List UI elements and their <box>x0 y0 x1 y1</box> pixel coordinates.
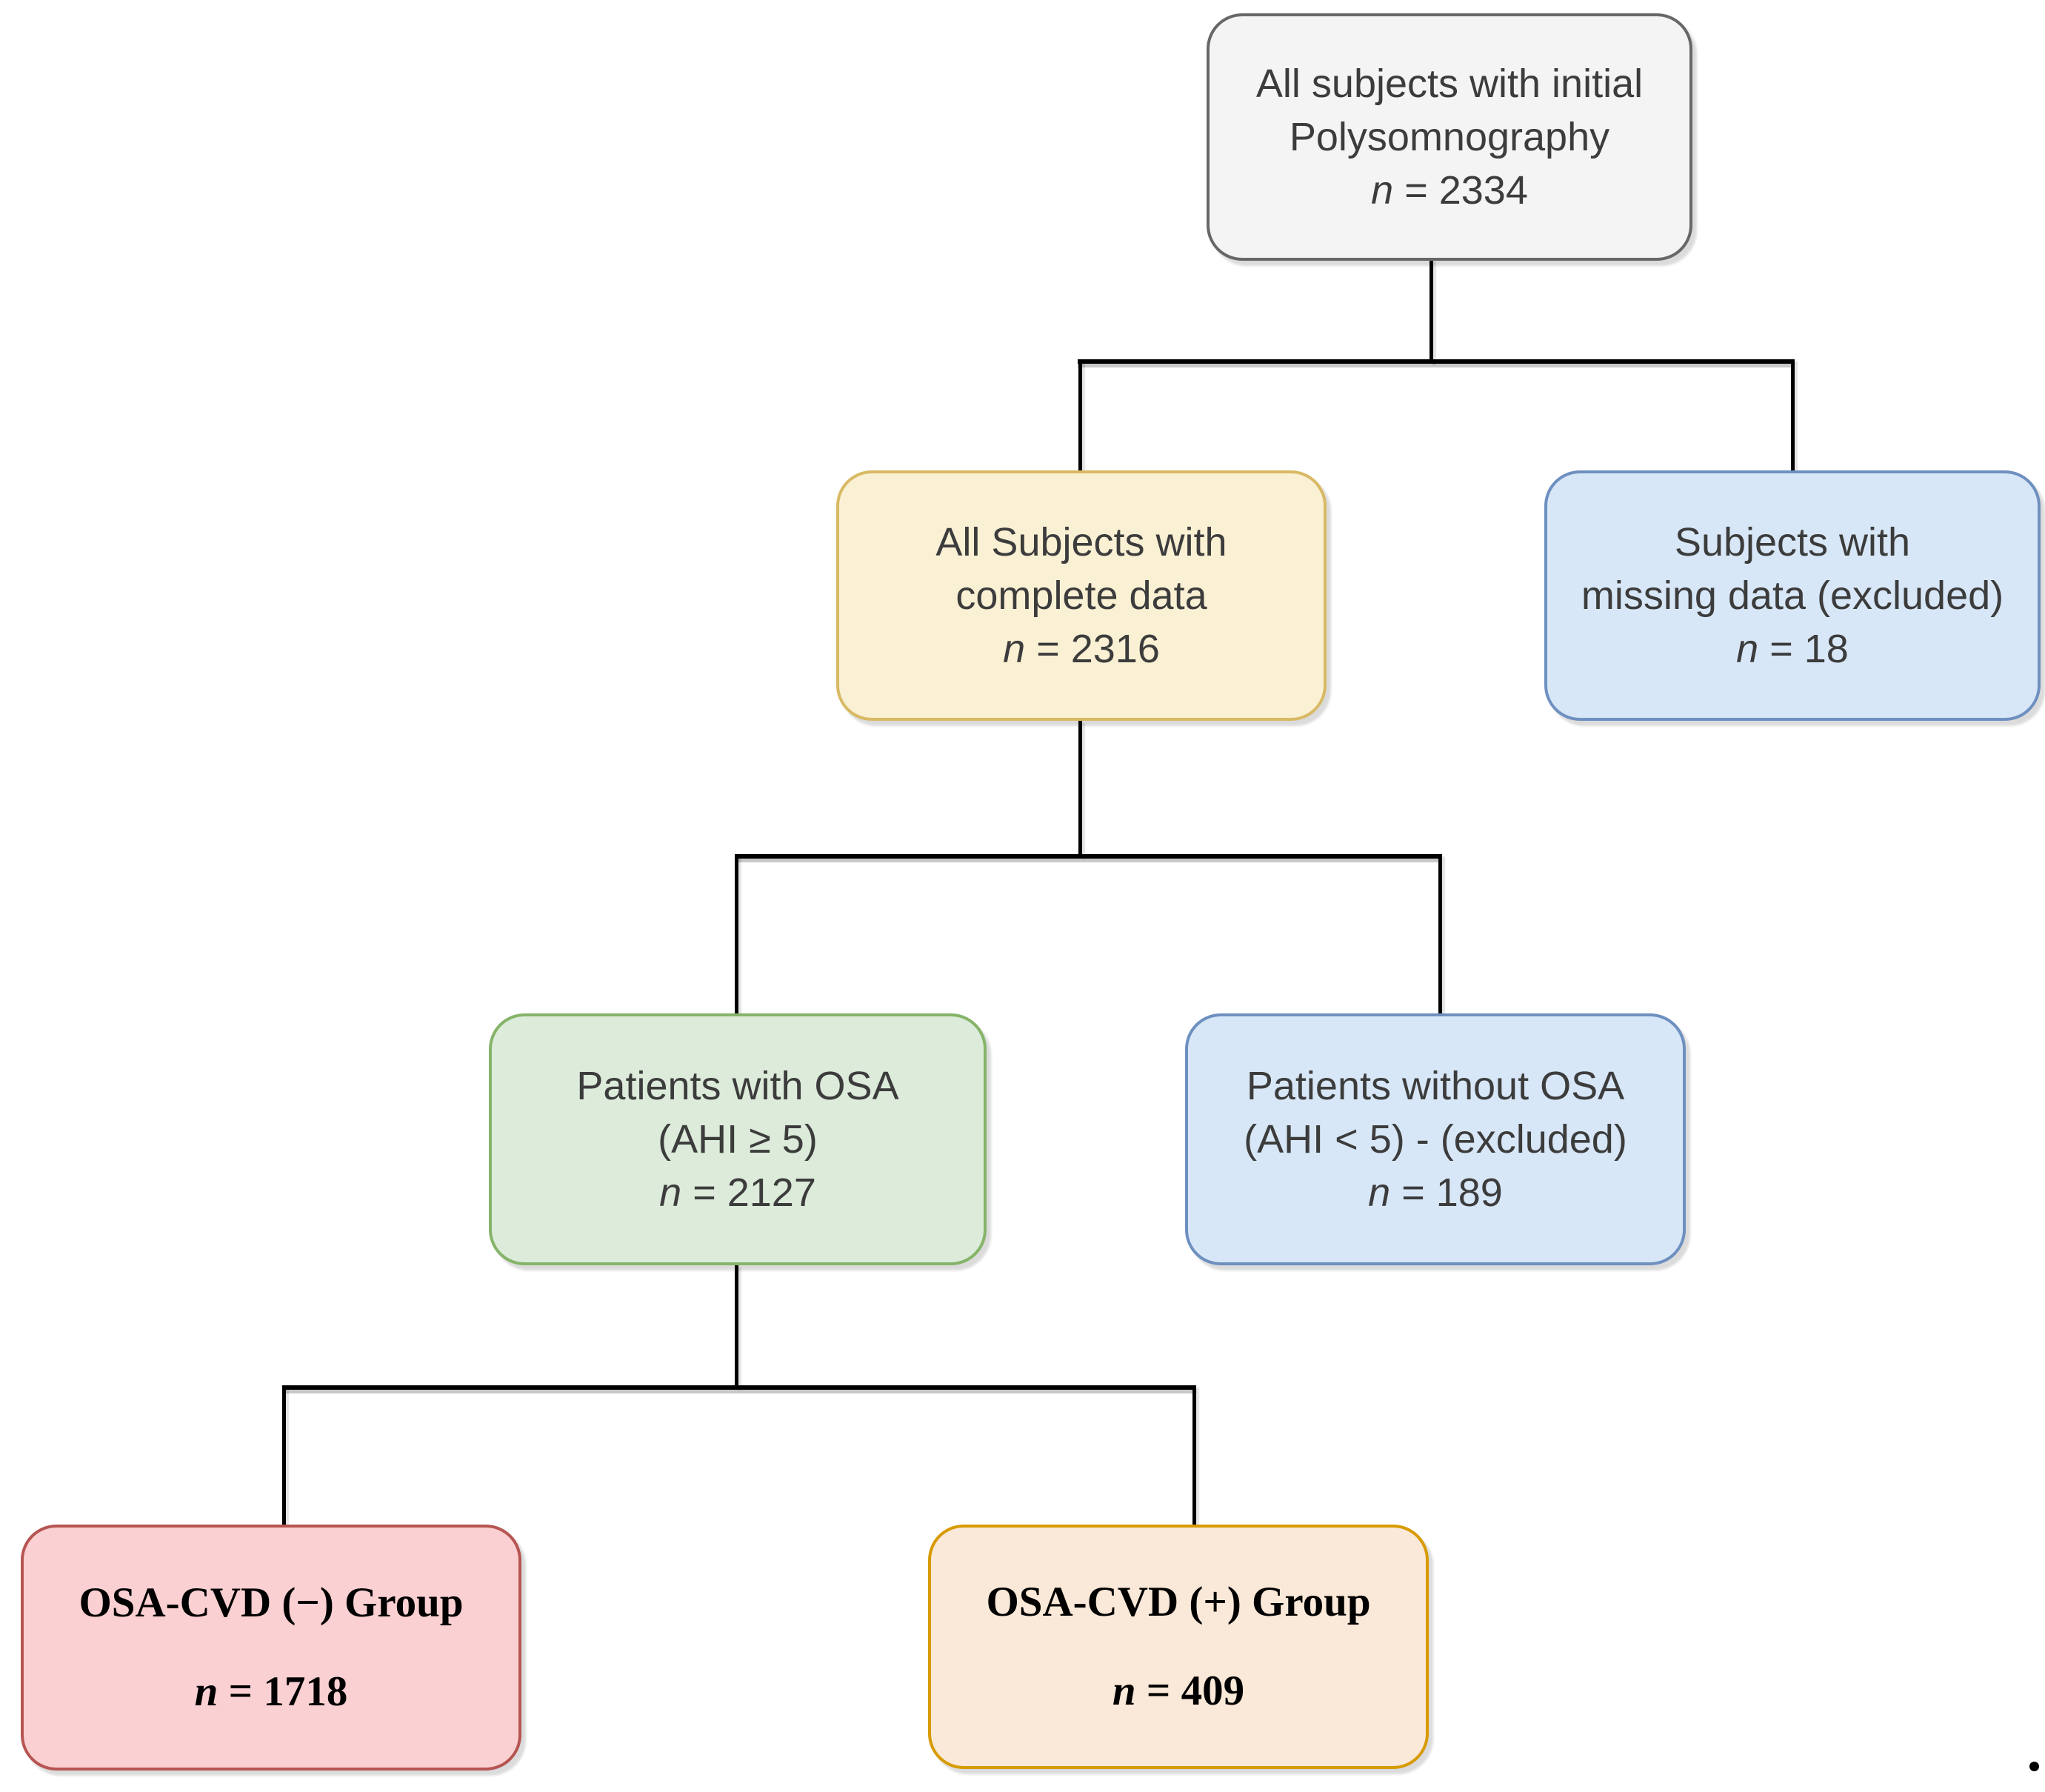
n-value: = 189 <box>1390 1170 1503 1215</box>
n-symbol: n <box>1368 1170 1391 1215</box>
n-symbol: n <box>1112 1668 1136 1714</box>
connector-to-complete-data <box>1078 359 1082 473</box>
node-text-line: (AHI < 5) - (excluded) <box>1244 1117 1627 1162</box>
n-value: = 2127 <box>681 1170 816 1215</box>
node-count-line: n = 2334 <box>1371 164 1528 217</box>
node-text-line: Patients without OSA <box>1246 1064 1625 1108</box>
n-symbol: n <box>1736 627 1759 671</box>
node-text-line: complete data <box>955 573 1207 618</box>
node-text-line: (AHI ≥ 5) <box>658 1117 818 1162</box>
node-text-line: All subjects with initial <box>1255 61 1644 106</box>
caption-period: . <box>2029 1762 2039 1771</box>
node-patients-without-osa-excluded: Patients without OSA (AHI < 5) - (exclud… <box>1185 1013 1686 1265</box>
n-symbol: n <box>1371 168 1394 213</box>
connector-to-no-osa <box>1438 854 1442 1016</box>
connector-to-cvd-negative <box>282 1385 286 1528</box>
node-text-line: Patients with OSA <box>576 1064 899 1108</box>
n-symbol: n <box>659 1170 682 1215</box>
node-text-line: OSA-CVD (+) Group <box>986 1579 1371 1625</box>
n-value: = 409 <box>1135 1668 1245 1714</box>
connector-split-level-1 <box>1078 359 1794 364</box>
n-symbol: n <box>1003 627 1026 671</box>
n-value: = 2334 <box>1393 168 1528 213</box>
node-count-line: n = 409 <box>1112 1665 1244 1718</box>
connector-complete-down <box>1078 721 1082 857</box>
node-count-line: n = 189 <box>1368 1166 1503 1219</box>
node-text-line: All Subjects with <box>935 520 1227 564</box>
node-count-line: n = 2316 <box>1003 622 1160 676</box>
connector-split-level-2 <box>736 854 1441 859</box>
node-complete-data: All Subjects with complete data n = 2316 <box>836 470 1327 721</box>
connector-initial-down <box>1430 259 1433 363</box>
node-count-line: n = 1718 <box>195 1665 348 1719</box>
node-text-line: Subjects with <box>1674 520 1911 564</box>
n-symbol: n <box>194 1668 218 1715</box>
connector-to-osa <box>735 854 738 1016</box>
n-value: = 1718 <box>218 1668 348 1715</box>
node-text-line: Polysomnography <box>1289 115 1610 159</box>
connector-to-cvd-positive <box>1192 1385 1196 1528</box>
node-missing-data-excluded: Subjects with missing data (excluded) n … <box>1544 470 2041 721</box>
node-initial-polysomnography: All subjects with initial Polysomnograph… <box>1207 13 1692 261</box>
node-count-line: n = 18 <box>1736 622 1849 676</box>
connector-to-missing-data <box>1791 359 1795 473</box>
node-text-line: OSA-CVD (−) Group <box>79 1579 464 1626</box>
node-osa-cvd-negative-group: OSA-CVD (−) Group n = 1718 <box>21 1525 521 1771</box>
n-value: = 18 <box>1758 627 1849 671</box>
node-text-line: missing data (excluded) <box>1581 573 2004 618</box>
connector-osa-down <box>735 1265 738 1388</box>
connector-split-level-3 <box>284 1385 1196 1390</box>
node-osa-cvd-positive-group: OSA-CVD (+) Group n = 409 <box>928 1525 1429 1769</box>
n-value: = 2316 <box>1025 627 1160 671</box>
node-count-line: n = 2127 <box>659 1166 816 1219</box>
node-patients-with-osa: Patients with OSA (AHI ≥ 5) n = 2127 <box>489 1013 987 1265</box>
